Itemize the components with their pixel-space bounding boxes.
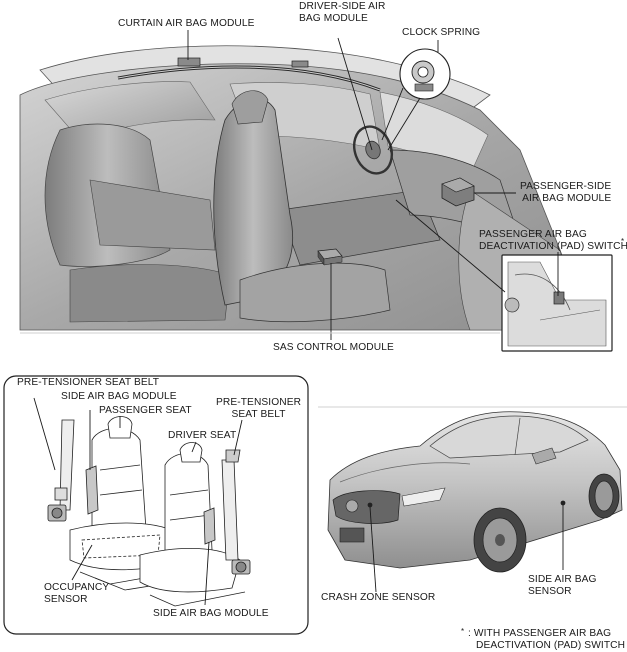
label-occupancy-sensor: OCCUPANCY SENSOR (44, 582, 109, 606)
exterior-leader-lines (369, 505, 564, 593)
label-side-air-bag-sensor-line2: SENSOR (528, 586, 572, 597)
label-driver-side-air-bag-module: DRIVER-SIDE AIR BAG MODULE (299, 1, 385, 25)
pad-switch-asterisk: * (621, 237, 625, 246)
footnote-line2: DEACTIVATION (PAD) SWITCH (476, 640, 626, 651)
label-pad-switch-line2: DEACTIVATION (PAD) SWITCH (479, 241, 627, 252)
label-passenger-side-line2: AIR BAG MODULE (522, 193, 612, 204)
label-side-air-bag-module-top: SIDE AIR BAG MODULE (61, 391, 177, 402)
car-exterior-illustration (318, 406, 627, 573)
label-passenger-seat: PASSENGER SEAT (99, 405, 192, 416)
label-driver-seat: DRIVER SEAT (168, 430, 237, 441)
label-pre-tensioner-right-line2: SEAT BELT (231, 409, 286, 420)
label-side-air-bag-module-bottom: SIDE AIR BAG MODULE (153, 608, 269, 619)
footnote-asterisk: * (461, 627, 465, 636)
top-leader-lines (187, 30, 559, 340)
label-pad-switch-line1: PASSENGER AIR BAG (479, 229, 587, 240)
pad-switch-inset (501, 254, 613, 352)
label-clock-spring: CLOCK SPRING (402, 27, 481, 38)
seats-illustration (47, 416, 251, 607)
label-occupancy-line1: OCCUPANCY (44, 582, 110, 593)
label-side-air-bag-sensor: SIDE AIR BAG SENSOR (528, 574, 597, 598)
label-driver-side-line2: BAG MODULE (299, 13, 368, 24)
label-curtain-air-bag-module: CURTAIN AIR BAG MODULE (118, 18, 255, 29)
label-passenger-side-line1: PASSENGER-SIDE (520, 181, 612, 192)
footnote-line1: : WITH PASSENGER AIR BAG (468, 628, 612, 639)
label-pre-tensioner-seat-belt-right: PRE-TENSIONER SEAT BELT (216, 397, 301, 421)
label-occupancy-line2: SENSOR (44, 594, 88, 605)
label-pre-tensioner-right-line1: PRE-TENSIONER (216, 397, 302, 408)
label-pre-tensioner-seat-belt-left: PRE-TENSIONER SEAT BELT (17, 377, 160, 388)
label-crash-zone-sensor: CRASH ZONE SENSOR (321, 592, 436, 603)
label-driver-side-line1: DRIVER-SIDE AIR (299, 1, 386, 12)
label-passenger-side-air-bag-module: PASSENGER-SIDE AIR BAG MODULE (520, 181, 611, 205)
seat-leader-lines (33, 397, 243, 606)
footnote: : WITH PASSENGER AIR BAG DEACTIVATION (P… (468, 628, 625, 652)
label-side-air-bag-sensor-line1: SIDE AIR BAG (528, 574, 597, 585)
label-pad-switch: PASSENGER AIR BAG DEACTIVATION (PAD) SWI… (479, 229, 627, 253)
label-sas-control-module: SAS CONTROL MODULE (273, 342, 394, 353)
car-interior-illustration (19, 45, 591, 331)
clock-spring-inset (399, 48, 451, 100)
